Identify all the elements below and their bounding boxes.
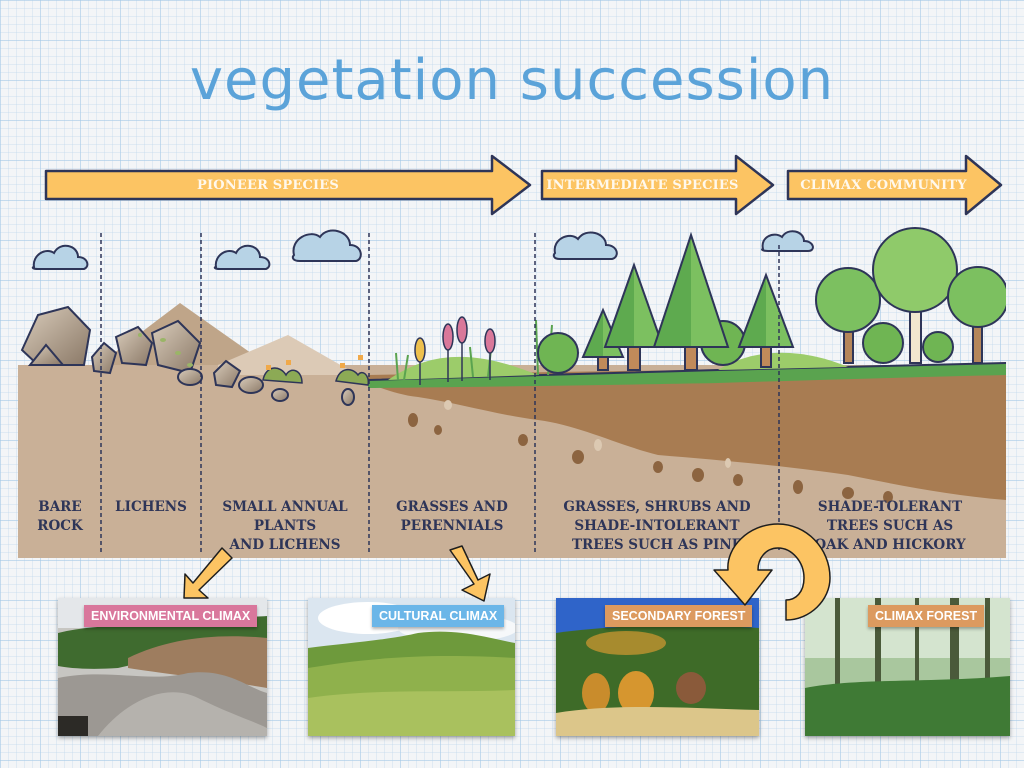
stage-label-lichens: LICHENS (102, 498, 200, 517)
grass-band (368, 363, 1006, 388)
phase-arrow-climax: CLIMAX COMMUNITY (786, 154, 1004, 216)
stage-line: AND LICHENS (229, 537, 341, 553)
stage-label-small-annual-plants: SMALL ANNUAL PLANTS AND LICHENS (202, 498, 368, 555)
phase-label: CLIMAX COMMUNITY (800, 177, 967, 193)
page-title: vegetation succession (189, 48, 835, 113)
stage-line: TREES SUCH AS PINE (571, 537, 743, 553)
stage-line: GRASSES, SHRUBS AND (563, 499, 751, 515)
stage-line: SHADE-INTOLERANT (574, 518, 740, 534)
stage-line: GRASSES AND (396, 499, 508, 515)
tag-environmental-climax: ENVIRONMENTAL CLIMAX (84, 605, 258, 627)
lichen-spots (138, 333, 193, 367)
wheat-stalks (414, 316, 496, 385)
mountain (218, 335, 358, 375)
clouds (31, 229, 814, 270)
tag-secondary-forest: SECONDARY FOREST (605, 605, 753, 627)
succession-illustration (18, 227, 1006, 558)
tag-cultural-climax: CULTURAL CLIMAX (372, 605, 505, 627)
stage-line: LICHENS (115, 499, 187, 515)
small-plants (262, 367, 370, 386)
tag-climax-forest: CLIMAX FOREST (868, 605, 985, 627)
stage-line: ROCK (37, 518, 83, 534)
soil-stones (444, 400, 731, 468)
deciduous-trees (815, 227, 1006, 364)
stage-line: PERENNIALS (400, 518, 504, 534)
phase-arrow-pioneer: PIONEER SPECIES (44, 154, 534, 216)
flower-buds (266, 355, 363, 370)
bare-rocks (20, 305, 355, 406)
phase-arrow-intermediate: INTERMEDIATE SPECIES (540, 154, 776, 216)
stage-label-grasses-perennials: GRASSES AND PERENNIALS (370, 498, 534, 536)
stage-line: PLANTS (253, 518, 317, 534)
stage-label-shade-tolerant: SHADE-TOLERANT TREES SUCH AS OAK AND HIC… (780, 498, 1000, 555)
stage-line: SHADE-TOLERANT (817, 499, 963, 515)
stage-line: TREES SUCH AS (826, 518, 954, 534)
right-arrow-icon (786, 154, 1003, 216)
soil-pebbles (408, 413, 893, 503)
right-arrow-icon (540, 154, 775, 216)
stage-label-shrubs-pines: GRASSES, SHRUBS AND SHADE-INTOLERANT TRE… (536, 498, 778, 555)
phase-label: INTERMEDIATE SPECIES (546, 177, 739, 193)
stage-line: OAK AND HICKORY (814, 537, 966, 553)
right-arrow-icon (44, 154, 532, 216)
stage-line: BARE (38, 499, 82, 515)
topsoil-layer (368, 365, 1006, 500)
stage-line: SMALL ANNUAL (222, 499, 348, 515)
stage-dividers (100, 233, 780, 553)
phase-label: PIONEER SPECIES (196, 177, 339, 193)
stage-label-bare-rock: BARE ROCK (20, 498, 100, 536)
